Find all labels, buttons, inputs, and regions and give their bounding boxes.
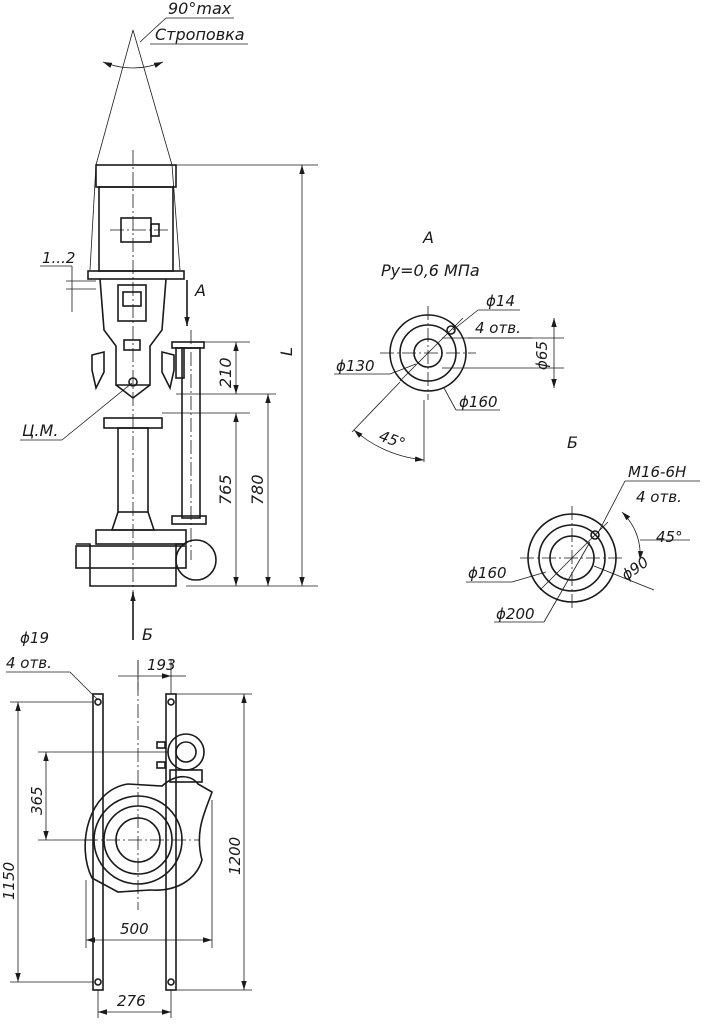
dim-1150: 1150 xyxy=(0,862,18,900)
length-l-label: L xyxy=(277,347,296,356)
view-a-title: А xyxy=(422,228,434,247)
view-a-angle: 45° xyxy=(377,427,408,453)
dim-210: 210 xyxy=(216,357,235,388)
gap-label: 1...2 xyxy=(42,249,75,267)
view-a-inner: ϕ65 xyxy=(533,341,551,370)
view-a-pressure: Ру=0,6 МПа xyxy=(381,261,480,280)
view-b-outer: ϕ200 xyxy=(496,605,535,623)
view-b-title: Б xyxy=(567,433,578,452)
dim-365: 365 xyxy=(28,786,46,815)
view-a-outer: ϕ160 xyxy=(459,393,498,411)
coupling-housing xyxy=(91,278,175,400)
view-a-bore: ϕ130 xyxy=(336,357,375,375)
dim-276: 276 xyxy=(117,992,146,1010)
view-a-hole-dia: ϕ14 xyxy=(486,292,515,310)
sling-angle-label: 90°max xyxy=(168,0,232,18)
view-a-flange: А Ру=0,6 МПа ϕ14 4 отв. ϕ130 ϕ160 ϕ65 45… xyxy=(334,228,564,462)
view-a-arrow-label: А xyxy=(194,281,206,300)
view-a-hole-count: 4 отв. xyxy=(475,319,521,337)
discharge-pipe xyxy=(171,330,207,560)
motor xyxy=(87,164,185,280)
view-b-bolt-circle: ϕ160 xyxy=(468,564,507,582)
sling-lines xyxy=(89,29,181,271)
sling-label: Строповка xyxy=(155,25,245,44)
dim-1200: 1200 xyxy=(226,837,244,875)
view-b-flange: Б М16-6Н 4 отв. 45° ϕ160 ϕ90 ϕ200 xyxy=(466,433,700,623)
view-b-arrow-label: Б xyxy=(142,625,153,644)
plan-view: ϕ19 4 отв. 193 1150 365 1200 500 276 xyxy=(0,629,252,1018)
view-b-thread: М16-6Н xyxy=(628,463,686,481)
view-b-hole-count: 4 отв. xyxy=(636,488,682,506)
dim-500: 500 xyxy=(120,920,149,938)
plan-hole-dia: ϕ19 xyxy=(20,629,49,647)
center-mass-label: Ц.М. xyxy=(22,421,58,440)
dim-193: 193 xyxy=(147,656,176,674)
pump-casing xyxy=(75,539,217,587)
side-view: 90°max Строповка 1...2 xyxy=(20,0,318,644)
view-b-angle: 45° xyxy=(656,528,683,546)
dim-780: 780 xyxy=(248,474,267,505)
view-b-inner: ϕ90 xyxy=(618,553,652,584)
dim-765: 765 xyxy=(216,474,235,505)
column xyxy=(95,417,187,545)
plan-hole-count: 4 отв. xyxy=(6,654,52,672)
